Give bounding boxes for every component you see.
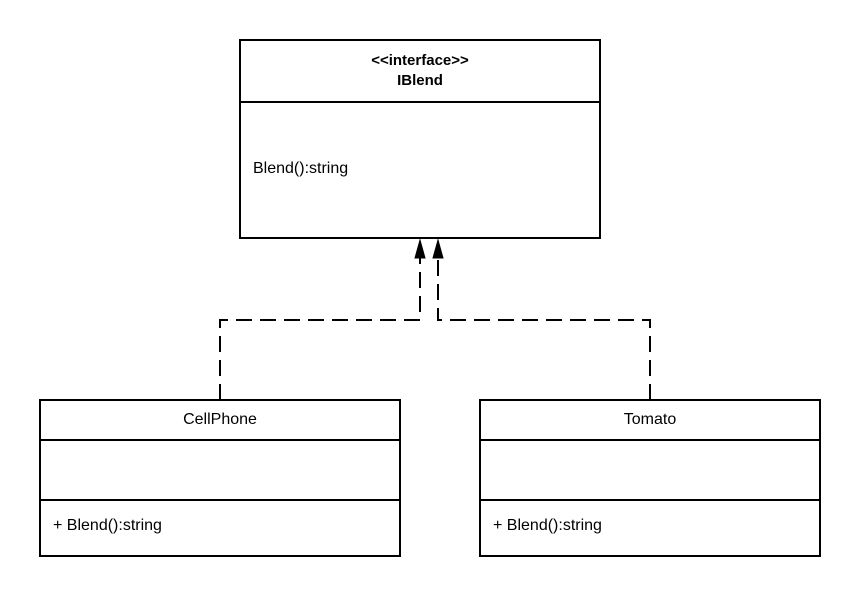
arrowhead-cellphone-realization: [414, 238, 426, 259]
interface-methods: Blend():string: [241, 101, 599, 237]
class-tomato-header: Tomato: [481, 401, 819, 439]
interface-method: Blend():string: [253, 160, 349, 177]
class-cellphone-name: CellPhone: [183, 411, 257, 428]
class-tomato-methods: + Blend():string: [481, 499, 819, 555]
arrowhead-tomato-realization: [432, 238, 444, 259]
interface-iblend[interactable]: <<interface>> IBlend Blend():string: [239, 39, 601, 239]
realization-tomato-to-iblend: [437, 258, 651, 400]
class-tomato-attributes: [481, 439, 819, 499]
class-tomato-method: + Blend():string: [493, 517, 602, 534]
interface-header: <<interface>> IBlend: [241, 41, 599, 101]
class-cellphone[interactable]: CellPhone + Blend():string: [39, 399, 401, 557]
class-cellphone-methods: + Blend():string: [41, 499, 399, 555]
class-cellphone-attributes: [41, 439, 399, 499]
class-tomato[interactable]: Tomato + Blend():string: [479, 399, 821, 557]
class-tomato-name: Tomato: [623, 411, 677, 428]
class-cellphone-header: CellPhone: [41, 401, 399, 439]
interface-stereotype: <<interface>>: [371, 52, 469, 69]
realization-cellphone-to-iblend: [219, 258, 421, 400]
interface-name: IBlend: [397, 72, 443, 89]
class-cellphone-method: + Blend():string: [53, 517, 162, 534]
